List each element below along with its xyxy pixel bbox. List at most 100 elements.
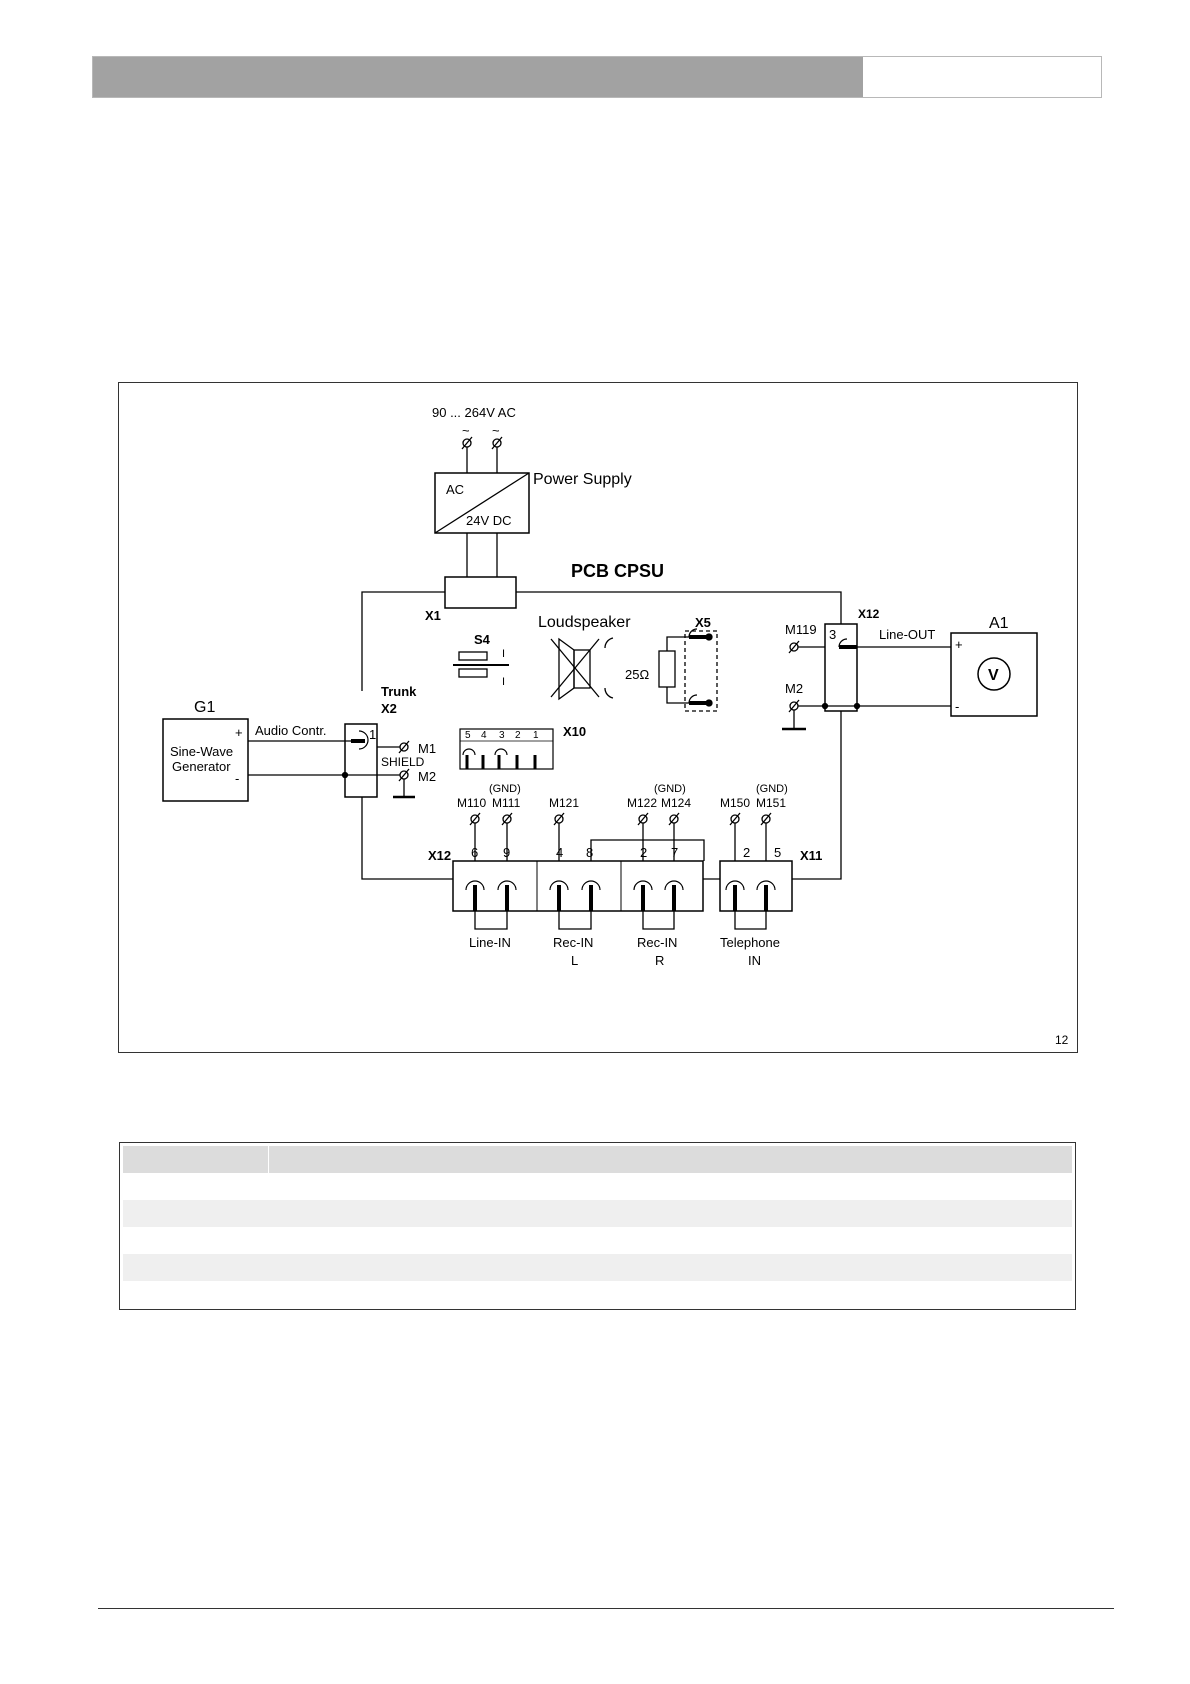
pcb-outline [361, 591, 842, 880]
x10-pin-2: 2 [515, 730, 521, 741]
audio-contr-label: Audio Contr. [255, 723, 327, 738]
gnd-label-1: (GND) [489, 783, 521, 795]
supply-voltage-label: 90 ... 264V AC [432, 405, 516, 420]
power-supply-title: Power Supply [533, 471, 632, 488]
pin-4: 4 [556, 845, 563, 860]
bottom-input-contacts [465, 861, 776, 930]
generator-minus: - [235, 771, 239, 786]
meter-plus: + [955, 637, 963, 652]
shield-label: SHIELD [381, 755, 425, 769]
bottom-measure-terminals [469, 812, 772, 861]
telephone-sub: IN [748, 953, 761, 968]
x2-connector [344, 723, 378, 798]
empty-data-table [119, 1142, 1076, 1310]
supply-terminal-2 [491, 436, 503, 473]
line-out-label: Line-OUT [879, 627, 935, 642]
x10-pin-1: 1 [533, 730, 539, 741]
generator-box [162, 718, 249, 802]
generator-line1: Sine-Wave [170, 744, 233, 759]
m110-label: M110 [457, 796, 486, 810]
power-supply-box [434, 472, 530, 534]
pin-8: 8 [586, 845, 593, 860]
pin-5-x11: 5 [774, 845, 781, 860]
x12-left-label: X12 [428, 848, 451, 863]
meter-box [950, 632, 1038, 717]
loudspeaker-icon [550, 637, 614, 701]
page-header-fill [93, 57, 863, 97]
m124-label: M124 [661, 796, 691, 810]
resistor-label: 25Ω [625, 667, 649, 682]
x12-out-pin: 3 [829, 627, 836, 642]
m1-terminal [398, 740, 410, 754]
generator-line2: Generator [172, 759, 231, 774]
s4-on-mark: I [502, 648, 505, 660]
rec-in-l-sub: L [571, 953, 578, 968]
x12-right-connector [824, 623, 858, 712]
x1-connector [444, 576, 517, 609]
pin-7: 7 [671, 845, 678, 860]
m151-label: M151 [756, 796, 786, 810]
figure-number: 12 [1055, 1033, 1069, 1047]
rec-in-l-label: Rec-IN [553, 935, 593, 950]
meter-icon [977, 657, 1011, 691]
s4-pos-mark: I [502, 676, 505, 688]
generator-plus: + [235, 725, 243, 740]
x5-connector [684, 628, 718, 712]
rec-in-r-label: Rec-IN [637, 935, 677, 950]
generator-id: G1 [194, 699, 215, 716]
telephone-label: Telephone [720, 935, 780, 950]
x10-pin-3: 3 [499, 730, 505, 741]
x10-pin-5: 5 [465, 730, 471, 741]
rec-in-r-sub: R [655, 953, 664, 968]
m122-label: M122 [627, 796, 657, 810]
supply-tilde-1: ~ [462, 423, 470, 438]
line-in-label: Line-IN [469, 935, 511, 950]
gnd-label-2: (GND) [654, 783, 686, 795]
table-header-row [123, 1146, 1072, 1173]
x10-pin-4: 4 [481, 730, 487, 741]
table-row [123, 1200, 1072, 1227]
table-row [123, 1227, 1072, 1254]
m2-right-terminal [782, 699, 951, 731]
x5-label: X5 [695, 615, 711, 630]
x1-label: X1 [425, 608, 441, 623]
pin-2-x11: 2 [743, 845, 750, 860]
m121-label: M121 [549, 796, 579, 810]
trunk-pin: 1 [369, 727, 376, 742]
supply-tilde-2: ~ [492, 423, 500, 438]
x11-label: X11 [800, 848, 822, 863]
x12-right-label: X12 [858, 607, 880, 621]
gnd-label-3: (GND) [756, 783, 788, 795]
wiring-diagram: 90 ... 264V AC ~ ~ AC 24V DC Power Suppl… [162, 405, 1069, 1047]
table-row [123, 1173, 1072, 1200]
s4-label: S4 [474, 632, 491, 647]
meter-symbol: V [988, 667, 999, 684]
power-supply-input: AC [446, 482, 464, 497]
x10-connector [459, 728, 554, 770]
m119-label: M119 [785, 622, 817, 637]
meter-minus: - [955, 699, 959, 714]
m119-terminal [788, 640, 825, 654]
page-header-bar [92, 56, 1102, 98]
table-row [123, 1281, 1072, 1308]
pin-6: 6 [471, 845, 478, 860]
m2-right-label: M2 [785, 681, 803, 696]
table-row [123, 1254, 1072, 1281]
x2-label: X2 [381, 701, 397, 716]
loudspeaker-label: Loudspeaker [538, 614, 631, 631]
wiring-diagram-frame: 90 ... 264V AC ~ ~ AC 24V DC Power Suppl… [118, 382, 1078, 1053]
m2-left-terminal [393, 768, 415, 799]
x10-label: X10 [563, 724, 586, 739]
pin-2: 2 [640, 845, 647, 860]
x12-bottom-connector [452, 860, 704, 912]
resistor-25ohm [658, 636, 689, 704]
meter-id: A1 [989, 615, 1009, 632]
x2-audio-contact [341, 730, 400, 779]
m2-left-label: M2 [418, 769, 436, 784]
power-supply-output: 24V DC [466, 513, 512, 528]
supply-terminal-1 [461, 436, 473, 473]
s4-switch [453, 651, 509, 678]
footer-rule [98, 1608, 1114, 1609]
x11-connector [719, 860, 793, 912]
m150-label: M150 [720, 796, 750, 810]
